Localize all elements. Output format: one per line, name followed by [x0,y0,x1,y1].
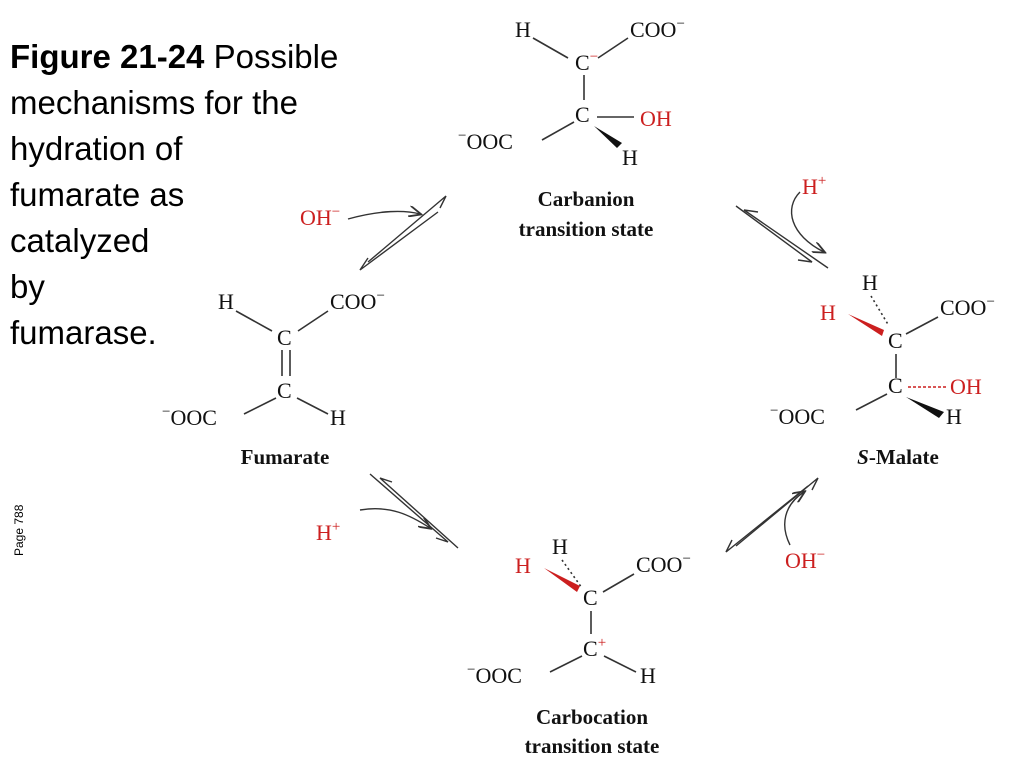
fumarate-coo: COO− [330,288,385,314]
oh-minus-bottom-right: OH− [785,547,825,573]
malate-structure: H H COO− C C OH H −OOC S-Malate [770,270,995,469]
malate-red-wedge [848,314,884,336]
caption-line-2: mechanisms for the [10,84,298,121]
reagent-arrow-top-right [791,191,824,252]
fumarate-structure: H COO− C C −OOC H Fumarate [162,288,385,469]
malate-c2: C [888,373,903,398]
carbanion-h-top: H [515,17,531,42]
carbocation-structure: H H COO− C C+ −OOC H Carbocation transit… [467,534,691,758]
malate-c1: C [888,328,903,353]
carbanion-h-bottom: H [622,145,638,170]
carbanion-coo: COO− [630,16,685,42]
carbocation-c2: C+ [583,635,606,661]
reagent-arrow-bottom-left [359,508,430,528]
carbocation-red-wedge [544,568,580,592]
malate-coo: COO− [940,294,995,320]
caption-text-1: Possible [213,38,339,75]
carbocation-ooc: −OOC [467,662,522,688]
oh-minus-top-left: OH− [300,204,340,230]
malate-h-bottom: H [946,404,962,429]
caption-line-4: fumarate as [10,176,185,213]
caption-line-7: fumarase. [10,314,157,351]
fumarate-c1: C [277,325,292,350]
carbanion-c1: C− [575,49,598,75]
h-plus-top-right: H+ [802,173,826,199]
carbanion-name-line2: transition state [519,217,654,241]
carbocation-h-bottom: H [640,663,656,688]
reagent-arrow-bottom-right [784,492,804,546]
equilibrium-arrow-bottom-right [725,477,819,553]
carbanion-structure: H COO− C− C OH H −OOC Carbanion transiti… [458,16,685,241]
carbanion-ooc: −OOC [458,128,513,154]
carbocation-h-top: H [552,534,568,559]
caption-line-5: catalyzed [10,222,150,259]
carbanion-wedge-bond [594,126,622,148]
caption-line-1: Figure 21-24 Possible [10,34,410,80]
fumarate-h-bottom: H [330,405,346,430]
carbocation-name-line2: transition state [525,734,660,758]
malate-name: S-Malate [857,445,939,469]
equilibrium-arrow-top-right [735,205,829,269]
caption-line-3: hydration of [10,130,183,167]
carbocation-name-line1: Carbocation [536,705,648,729]
caption-line-6: by [10,268,45,305]
fumarate-h-top: H [218,289,234,314]
malate-ooc: −OOC [770,403,825,429]
carbocation-h-red: H [515,553,531,578]
reagent-arrow-top-left [347,211,420,220]
malate-wedge-bond [906,397,944,418]
fumarate-ooc: −OOC [162,404,217,430]
malate-h-red: H [820,300,836,325]
malate-oh: OH [950,374,982,399]
carbanion-c2: C [575,102,590,127]
fumarate-c2: C [277,378,292,403]
malate-h-top: H [862,270,878,295]
carbocation-c1: C [583,585,598,610]
carbocation-coo: COO− [636,551,691,577]
fumarate-name: Fumarate [241,445,330,469]
equilibrium-arrow-top-left [359,195,447,271]
equilibrium-arrow-bottom-left [369,473,459,549]
h-plus-bottom-left: H+ [316,519,340,545]
carbanion-name-line1: Carbanion [538,187,635,211]
figure-caption: Figure 21-24 Possible mechanisms for the… [10,34,410,356]
figure-number: Figure 21-24 [10,38,205,75]
carbanion-oh: OH [640,106,672,131]
